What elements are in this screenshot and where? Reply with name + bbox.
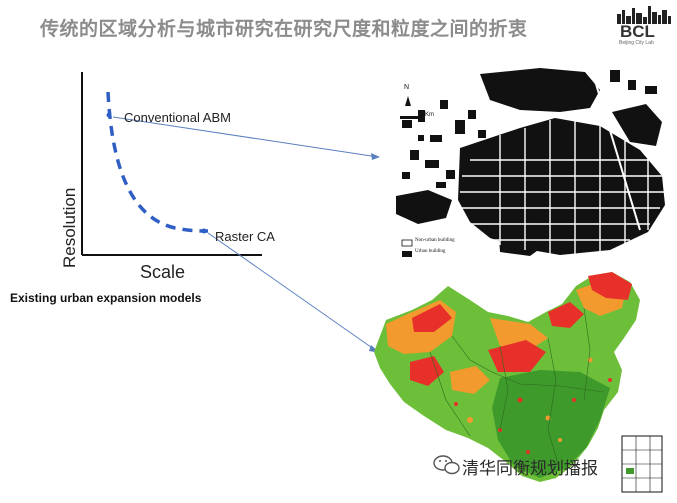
china-southeast: [492, 370, 610, 478]
legend-swatch-nonurban: [401, 239, 413, 247]
legend-swatch-urban: [402, 251, 412, 257]
scale-unit: Km: [425, 112, 434, 118]
zone-orange-north: [490, 318, 548, 350]
scale-bar: [400, 116, 422, 119]
models-caption: Existing urban expansion models: [10, 291, 202, 305]
tradeoff-curve: [106, 91, 209, 233]
arrow-ca-to-china: [207, 232, 379, 353]
zone-red-north-central: [488, 340, 546, 372]
legend-label-urban: Urban building: [415, 249, 446, 254]
zone-red-inner-mongolia: [548, 302, 584, 328]
bcl-logo: [617, 6, 671, 24]
legend-label-nonurban: Non-urban building: [415, 238, 455, 243]
zone-red-northwest: [412, 304, 452, 332]
x-axis-label: Scale: [140, 262, 186, 282]
north-arrow: [405, 96, 411, 106]
urban-west: [396, 190, 452, 224]
point-abm: [106, 112, 112, 118]
zone-red-northeast: [588, 272, 632, 300]
raster-ca-label: Raster CA: [215, 229, 275, 244]
urban-core: [458, 118, 665, 255]
urban-north: [480, 68, 600, 112]
logo-subtext: Beijing City Lab: [619, 40, 654, 46]
logo-text: BCL: [620, 22, 655, 41]
urban-east: [612, 104, 662, 146]
watermark-text: 清华同衡规划播报: [462, 459, 598, 479]
province-borders: [429, 307, 605, 471]
north-label: N: [404, 84, 410, 91]
street-grid: [460, 63, 664, 254]
arrow-head-beijing: [371, 153, 380, 160]
speckles: [454, 357, 612, 454]
slide-title: 传统的区域分析与城市研究在研究尺度和粒度之间的折衷: [40, 18, 528, 40]
point-ca: [201, 228, 207, 234]
zone-red-west: [410, 356, 444, 386]
inset-grid: [622, 436, 662, 492]
arrow-abm-to-beijing: [112, 116, 379, 158]
zone-orange-central: [450, 366, 490, 394]
conventional-abm-label: Conventional ABM: [124, 110, 231, 125]
